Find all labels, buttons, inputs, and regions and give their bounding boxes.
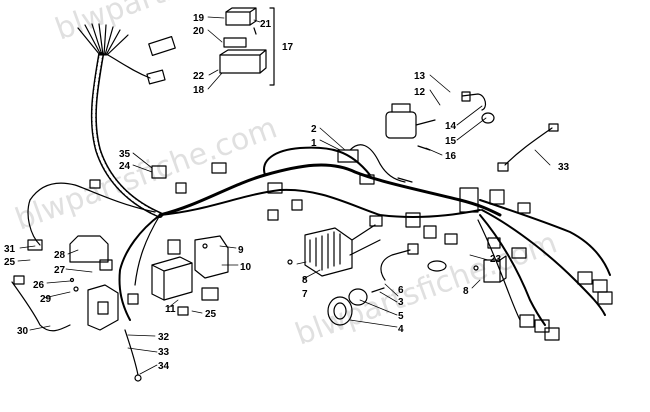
part-23-bracket	[473, 255, 507, 283]
harness-right-branch	[405, 187, 613, 341]
callout-24: 24	[119, 161, 131, 172]
part-12-coil	[385, 91, 495, 151]
callout-5: 5	[398, 311, 404, 322]
watermark-text-1: blwpartsfiche.com	[11, 110, 282, 237]
part-7-regulator	[287, 215, 383, 277]
callout-6: 6	[398, 285, 404, 296]
callout-4: 4	[398, 324, 404, 335]
callout-30: 30	[17, 326, 29, 337]
callout-12: 12	[414, 87, 426, 98]
callout-25-bottom: 25	[205, 309, 217, 320]
parts-3-4-5-6	[327, 249, 447, 326]
callout-25-left: 25	[4, 257, 16, 268]
callout-leaders	[17, 16, 551, 375]
callout-3: 3	[398, 297, 404, 308]
callout-21: 21	[260, 19, 272, 30]
callout-7: 7	[302, 289, 308, 300]
callout-13: 13	[414, 71, 426, 82]
callout-15: 15	[445, 136, 457, 147]
callout-1: 1	[311, 138, 317, 149]
callout-8-regulator: 8	[302, 275, 308, 286]
harness-run-center	[158, 144, 502, 221]
callout-32: 32	[158, 332, 170, 343]
callout-29: 29	[40, 294, 52, 305]
watermark-text-3: blwpartsfiche.com	[291, 225, 562, 352]
callout-18: 18	[193, 85, 205, 96]
callout-8-bracket: 8	[463, 286, 469, 297]
callout-35: 35	[119, 149, 131, 160]
main-harness-trunk	[77, 23, 176, 218]
left-components	[11, 179, 161, 382]
callout-10: 10	[240, 262, 252, 273]
callout-14: 14	[445, 121, 457, 132]
parts-9-10-11	[99, 165, 229, 316]
callout-23: 23	[490, 254, 502, 265]
callout-11: 11	[165, 304, 176, 315]
callout-16: 16	[445, 151, 457, 162]
callout-19: 19	[193, 13, 205, 24]
callout-20: 20	[193, 26, 205, 37]
callout-labels: 2 1 3 4 5 6 7 8 8 9 10 11 12 13 14 15 16…	[4, 13, 570, 372]
part-33-top	[497, 123, 559, 172]
part-17-fuse-box	[219, 7, 275, 86]
callout-28: 28	[54, 250, 66, 261]
callout-22: 22	[193, 71, 205, 82]
callout-33-bottom: 33	[158, 347, 170, 358]
callout-2: 2	[311, 124, 317, 135]
callout-34: 34	[158, 361, 170, 372]
callout-9: 9	[238, 245, 244, 256]
callout-31: 31	[4, 244, 16, 255]
callout-17: 17	[282, 42, 294, 53]
callout-27: 27	[54, 265, 66, 276]
callout-33-top: 33	[558, 162, 570, 173]
watermark-text-2: blwpartsfiche.com	[51, 0, 322, 48]
callout-26: 26	[33, 280, 45, 291]
